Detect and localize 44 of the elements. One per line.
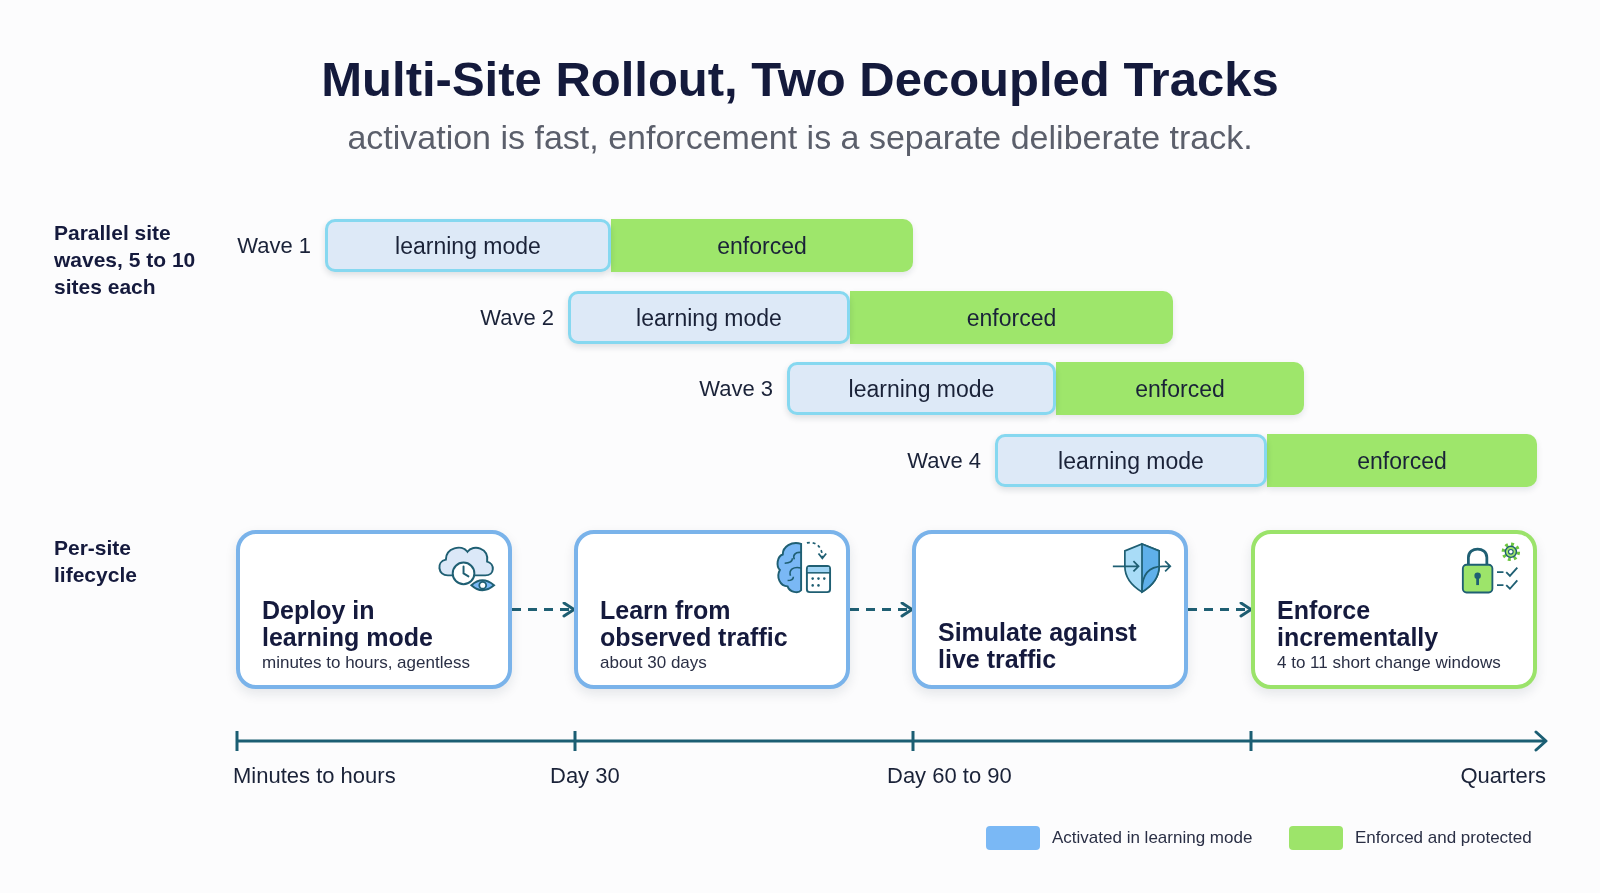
learning-mode-bar [995,434,1267,487]
bar-label: enforced [1357,446,1447,475]
learning-mode-bar [325,219,611,272]
dashed-arrow [850,601,914,618]
row-heading: Parallel site waves, 5 to 10 sites each [54,220,197,300]
bar-label: enforced [966,303,1057,332]
bar-label: learning mode [395,231,541,260]
diagram-title: Multi-Site Rollout, Two Decoupled Tracks [321,51,1279,108]
stage-note: about 30 days [600,653,707,673]
stage-card [1251,530,1537,689]
stage-title: Deploy in learning mode [262,597,434,651]
axis-label: Day 30 [550,763,620,789]
enforced-bar [1267,434,1537,487]
row-heading: Per-site lifecycle [54,535,138,588]
learning-mode-bar [568,291,850,344]
stage-note: 4 to 11 short change windows [1277,653,1501,673]
bar-label: learning mode [636,303,782,332]
stage-card [236,530,512,689]
enforced-bar [611,219,913,272]
stage-title: Simulate against live traffic [938,619,1138,673]
dashed-arrow [1188,601,1253,618]
axis-label: Day 60 to 90 [887,763,1012,789]
stage-card [912,530,1188,689]
bar-label: enforced [717,231,807,260]
bar-label: learning mode [848,374,995,403]
wave-label: Wave 2 [480,303,554,332]
stage-title: Enforce incrementally [1277,597,1440,651]
enforced-bar [850,291,1173,344]
learning-mode-bar [787,362,1056,415]
wave-label: Wave 1 [237,231,311,260]
wave-label: Wave 4 [907,446,981,475]
enforced-bar [1056,362,1304,415]
stage-note: minutes to hours, agentless [262,653,470,673]
diagram-subtitle: activation is fast, enforcement is a separate deliberate track. [347,117,1253,157]
wave-label: Wave 3 [699,374,773,403]
legend-label: Enforced and protected [1355,828,1532,848]
dashed-arrow [512,601,576,618]
legend-label: Activated in learning mode [1052,828,1253,848]
stage-card [574,530,850,689]
stage-title: Learn from observed traffic [600,597,789,651]
axis-label: Quarters [1460,763,1546,789]
axis-label: Minutes to hours [233,763,396,789]
bar-label: enforced [1135,374,1225,403]
bar-label: learning mode [1058,446,1204,475]
